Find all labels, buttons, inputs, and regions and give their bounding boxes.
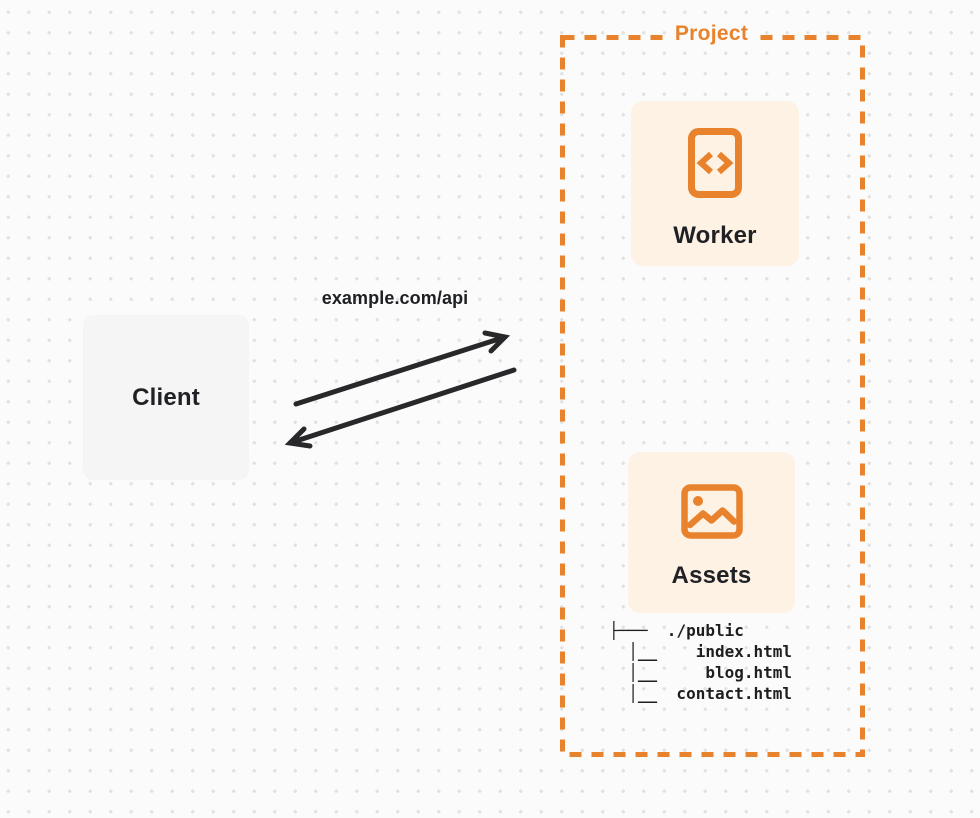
request-url-label: example.com/api: [321, 288, 469, 308]
file-tree: ├─── ./public │__ index.html │__ blog.ht…: [609, 620, 792, 704]
request-arrow: [293, 330, 511, 407]
client-node: Client: [83, 315, 249, 480]
assets-node: Assets: [628, 452, 795, 613]
image-icon: [680, 484, 743, 539]
assets-label: Assets: [671, 562, 752, 589]
file-tree-root: ├─── ./public: [609, 621, 744, 640]
worker-node: Worker: [631, 101, 799, 266]
file-tree-item: │__ index.html: [609, 642, 793, 661]
client-label: Client: [132, 383, 200, 411]
file-tree-item: │__ blog.html: [609, 663, 793, 682]
project-title: Project: [665, 22, 758, 46]
file-tree-item: │__ contact.html: [609, 684, 793, 703]
project-boundary: [560, 35, 865, 757]
worker-label: Worker: [673, 222, 757, 249]
response-arrow: [284, 367, 517, 449]
code-file-icon: [688, 128, 742, 198]
project-title-row: Project: [560, 22, 863, 46]
